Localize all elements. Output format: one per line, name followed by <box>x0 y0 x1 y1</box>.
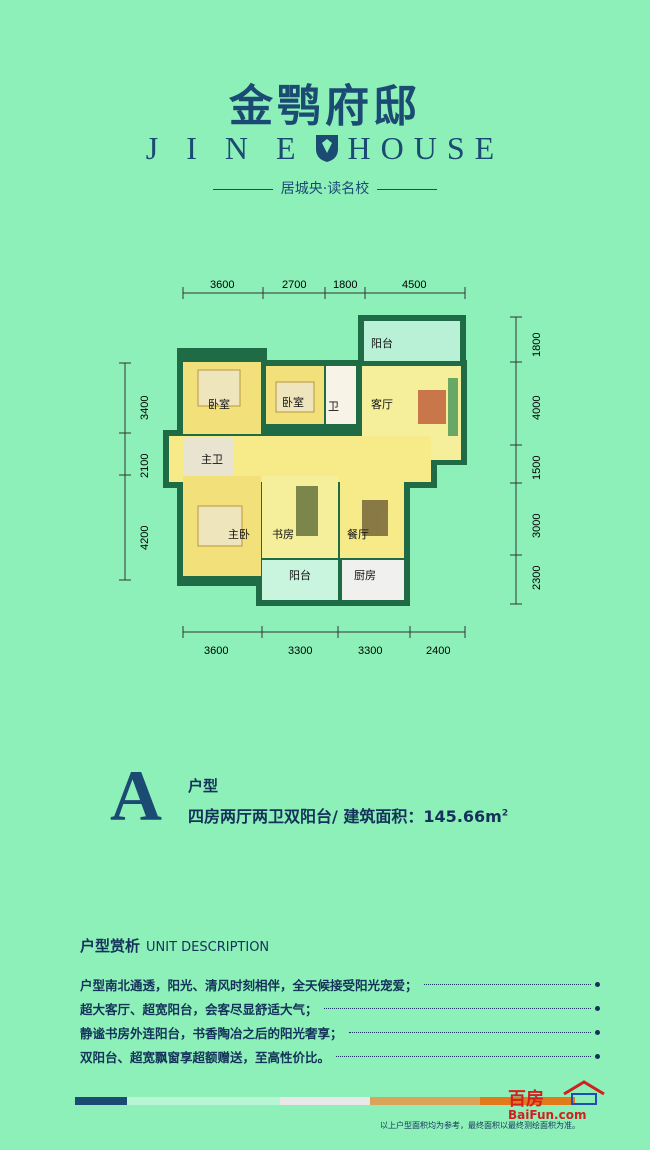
description-line: 静谧书房外连阳台，书香陶冶之后的阳光奢享； <box>80 1023 600 1042</box>
bullet-end <box>595 1006 600 1011</box>
bottom-dimension-line <box>182 626 466 638</box>
color-bar-segment-4 <box>370 1097 480 1105</box>
top-dim-1: 3600 <box>210 279 234 291</box>
top-dim-3: 1800 <box>333 279 357 291</box>
right-dim-5: 2300 <box>531 566 543 590</box>
top-balcony-fill <box>364 321 460 361</box>
house-icon <box>563 1080 605 1105</box>
bullet-end <box>595 982 600 987</box>
room-label-balcony-bottom: 阳台 <box>289 568 311 582</box>
tagline-left-rule <box>212 188 273 190</box>
leader-dots <box>423 984 591 985</box>
top-dim-2: 2700 <box>282 279 306 291</box>
description-title: 户型赏析 UNIT DESCRIPTION <box>80 935 269 956</box>
watermark-en: BaiFun.com <box>508 1108 587 1122</box>
watermark-cn: 百房 <box>508 1089 544 1110</box>
room-label-master-bed: 主卧 <box>228 528 250 541</box>
unit-letter: A <box>110 756 162 836</box>
right-dimension-line <box>510 316 522 605</box>
desk <box>296 486 318 536</box>
room-label-kitchen: 厨房 <box>354 569 376 582</box>
right-dim-4: 3000 <box>531 514 543 538</box>
color-bar-segment-2 <box>127 1097 280 1105</box>
bottom-dim-3: 3300 <box>358 645 382 657</box>
room-fills <box>169 321 461 600</box>
room-label-study: 书房 <box>272 528 294 541</box>
footnote: 以上户型面积均为参考，最终面积以最终测绘面积为准。 <box>380 1121 580 1130</box>
bed-2 <box>275 381 315 413</box>
right-dim-2: 4000 <box>531 396 543 420</box>
leader-dots <box>348 1032 591 1033</box>
logo-en-right: HOUSE <box>347 130 505 166</box>
description-line: 户型南北通透，阳光、清风时刻相伴，全天候接受阳光宠爱； <box>80 975 600 994</box>
dining-table <box>362 500 388 536</box>
top-dim-4: 4500 <box>402 279 426 291</box>
bottom-dim-2: 3300 <box>288 645 312 657</box>
description-line-text: 超大客厅、超宽阳台，会客尽显舒适大气； <box>80 1002 318 1017</box>
color-bar-segment-3 <box>280 1097 370 1105</box>
master-bath-fill <box>183 438 233 478</box>
rug <box>418 390 446 424</box>
right-dim-3: 1500 <box>531 456 543 480</box>
room-label-balcony-top: 阳台 <box>371 336 393 350</box>
top-dimension-line <box>182 287 466 299</box>
description-line: 超大客厅、超宽阳台，会客尽显舒适大气； <box>80 999 600 1018</box>
room-label-bedroom-1: 卧室 <box>208 397 230 411</box>
room-label-dining: 餐厅 <box>347 527 369 541</box>
tagline-text: 居城央·读名校 <box>280 181 370 197</box>
tagline-right-rule <box>377 188 438 190</box>
bath-fill <box>326 366 356 424</box>
unit-spec-text: 四房两厅两卫双阳台/ 建筑面积：145.66m <box>188 807 502 826</box>
right-dim-1: 1800 <box>531 333 543 357</box>
left-dimension-line <box>119 362 131 581</box>
floor-plan: 3600 2700 1800 4500 3600 3300 3300 2400 … <box>119 279 543 657</box>
master-bed <box>197 505 243 547</box>
description-line-text: 双阳台、超宽飘窗享超额赠送，至高性价比。 <box>80 1050 331 1065</box>
crest-icon <box>315 135 338 162</box>
description-title-en: UNIT DESCRIPTION <box>146 940 270 955</box>
color-bar-segment-5 <box>480 1097 575 1105</box>
room-label-bath: 卫 <box>328 400 339 413</box>
bottom-dim-4: 2400 <box>426 645 450 657</box>
left-dim-2: 2100 <box>139 454 151 478</box>
description-line: 双阳台、超宽飘窗享超额赠送，至高性价比。 <box>80 1047 600 1066</box>
description-line-text: 户型南北通透，阳光、清风时刻相伴，全天候接受阳光宠爱； <box>80 978 418 993</box>
sofa <box>448 378 458 436</box>
left-dim-3: 4200 <box>139 526 151 550</box>
left-dim-1: 3400 <box>139 396 151 420</box>
bullet-end <box>595 1054 600 1059</box>
room-label-living: 客厅 <box>371 397 393 411</box>
leader-dots <box>336 1056 591 1057</box>
bullet-end <box>595 1030 600 1035</box>
bed-1 <box>197 369 241 407</box>
description-title-cn: 户型赏析 <box>80 937 141 955</box>
description-line-text: 静谧书房外连阳台，书香陶冶之后的阳光奢享； <box>80 1026 343 1041</box>
furniture <box>197 369 458 547</box>
kitchen-fill <box>342 560 404 600</box>
unit-type-label: 户型 <box>188 777 219 795</box>
unit-spec: 四房两厅两卫双阳台/ 建筑面积：145.66m2 <box>188 803 508 827</box>
color-bar-segment-1 <box>75 1097 127 1105</box>
bottom-dim-1: 3600 <box>204 645 228 657</box>
logo-chinese: 金鹗府邸 <box>229 81 421 132</box>
leader-dots <box>323 1008 591 1009</box>
room-label-master-bath: 主卫 <box>201 453 223 466</box>
room-label-bedroom-2: 卧室 <box>282 395 304 409</box>
unit-spec-sup: 2 <box>501 808 509 819</box>
logo-english: J I N E HOUSE <box>0 130 650 167</box>
tagline: 居城央·读名校 <box>0 178 650 198</box>
logo-en-left: J I N E <box>145 130 306 166</box>
bottom-balcony-fill <box>262 560 338 600</box>
